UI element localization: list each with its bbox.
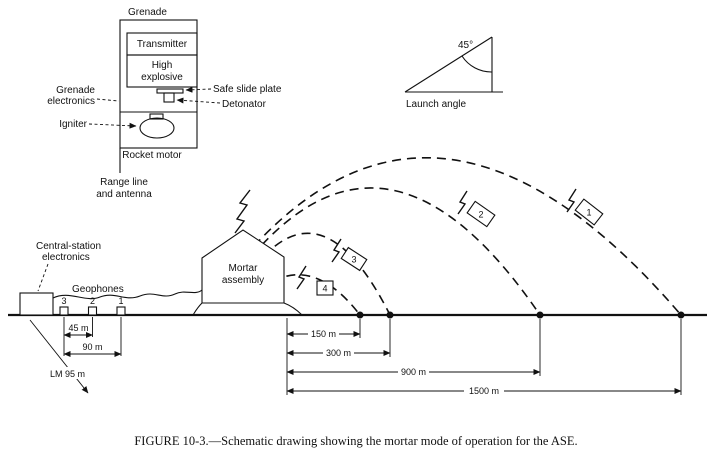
igniter-label: Igniter (59, 119, 87, 130)
geophone-square-2 (87, 306, 98, 316)
launch-hypotenuse-line (404, 36, 493, 93)
central-station-leader-line (37, 263, 49, 292)
detonator-leader-line (176, 97, 221, 104)
transmitter-label: Transmitter (137, 39, 188, 50)
mortar-assembly-shape (201, 229, 285, 304)
mortar-profile-schematic: Mortar assembly Central-station electron… (8, 157, 707, 319)
dim-45m-label: 45 m (68, 323, 88, 333)
high-explosive-box (126, 54, 198, 88)
grenade-electronics-label-line1: Grenade (56, 85, 95, 96)
lm-distance-label: LM 95 m (50, 369, 85, 379)
impact-point-dot-3 (386, 311, 394, 319)
range-line-label-line1: Range line (100, 177, 148, 188)
geophone-square-3 (59, 306, 69, 316)
detonator-label: Detonator (222, 99, 267, 110)
mortar-label-line2: assembly (222, 275, 264, 286)
dim-1500m-label: 1500 m (469, 386, 499, 396)
lm-arrow-line (29, 319, 89, 394)
geophone-number-3: 3 (61, 296, 66, 306)
igniter-tab-shape (149, 113, 164, 120)
grenade-number-3: 3 (351, 255, 356, 265)
geophones-label: Geophones (72, 284, 124, 295)
lm-label-mask (46, 367, 104, 379)
mortar-label-line1: Mortar (229, 263, 259, 274)
trajectory-arc-2 (251, 187, 541, 316)
central-station-label-line1: Central-station (36, 241, 101, 252)
dim-900m-label: 900 m (401, 367, 426, 377)
mound-slope-left (192, 302, 203, 316)
dim-900m-mask (398, 366, 429, 377)
terrain-line (52, 289, 203, 300)
impact-point-dot-1 (677, 311, 685, 319)
radio-bolt-icon-grenade-2 (457, 190, 468, 215)
dim-150m-label: 150 m (311, 329, 336, 339)
range-line-label-line2: and antenna (96, 189, 152, 200)
dim-90m-label: 90 m (82, 342, 102, 352)
high-explosive-label-line1: High (152, 60, 173, 71)
geophone-number-2: 2 (90, 296, 95, 306)
safe-slide-plate-leader-line (185, 86, 212, 93)
launch-angle-inset: 45° Launch angle (404, 36, 503, 110)
grenade-number-2: 2 (478, 210, 483, 220)
launch-angle-arc (461, 55, 493, 73)
impact-point-dot-2 (536, 311, 544, 319)
grenade-box-3 (340, 246, 368, 272)
dim-300m-label: 300 m (326, 348, 351, 358)
dim-300m-mask (323, 347, 354, 358)
mortar-radio-bolt-icon (234, 189, 251, 234)
rocket-motor-label: Rocket motor (122, 150, 182, 161)
launch-angle-label: Launch angle (406, 99, 466, 110)
grenade-electronics-label-line2: electronics (47, 96, 95, 107)
safe-slide-plate-label: Safe slide plate (213, 84, 282, 95)
geophone-square-1 (116, 306, 126, 316)
mound-slope-right (283, 302, 303, 316)
rocket-motor-shape (139, 117, 175, 139)
grenade-title-label: Grenade (128, 7, 167, 18)
electronics-leader-line (96, 98, 120, 102)
grenade-inset: Grenade Transmitter High explosive Safe … (47, 7, 282, 200)
dim-1500m-mask (464, 385, 504, 396)
central-station-box (19, 292, 54, 316)
grenade-number-4: 4 (322, 284, 327, 294)
impact-point-dot-4 (356, 311, 364, 319)
grenade-box-1 (574, 198, 604, 226)
dim-150m-mask (308, 328, 339, 339)
grenade-box-4 (316, 280, 334, 296)
detonator-shape (163, 92, 175, 103)
dimension-annotations: 45 m 90 m LM 95 m 150 m 300 m 900 m 1500… (29, 317, 682, 396)
igniter-leader-line (88, 122, 137, 129)
grenade-box-2 (466, 200, 496, 228)
high-explosive-label-line2: explosive (141, 72, 183, 83)
central-station-label-line2: electronics (42, 252, 90, 263)
grenade-marker-2: 2 (466, 200, 496, 228)
grenade-marker-1: 1 (574, 198, 604, 226)
trajectory-arc-3 (253, 232, 391, 316)
trajectory-arc-1 (253, 157, 682, 316)
grenade-marker-4: 4 (316, 280, 334, 296)
launch-angle-value-label: 45° (458, 40, 473, 51)
grenade-number-1: 1 (586, 208, 591, 218)
figure-caption: FIGURE 10-3.—Schematic drawing showing t… (134, 434, 577, 448)
trajectory-arc-4 (259, 274, 361, 316)
geophone-number-1: 1 (118, 296, 123, 306)
grenade-marker-3: 3 (340, 246, 368, 272)
radio-bolt-icon-grenade-4 (296, 265, 307, 290)
safe-slide-plate-shape (156, 88, 184, 94)
